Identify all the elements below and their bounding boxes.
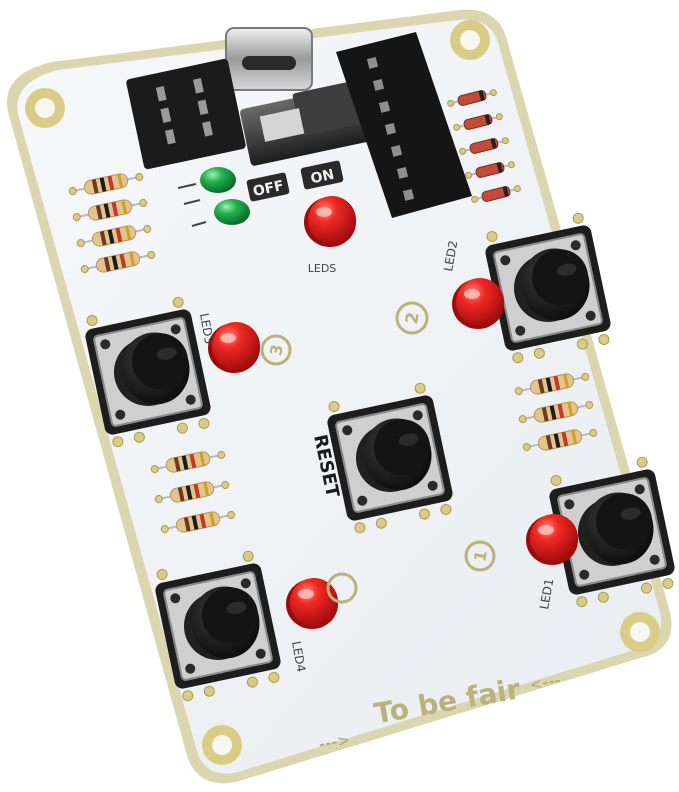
switch-off-label: OFF: [252, 178, 286, 200]
led2-label: LED2: [441, 239, 460, 272]
usb-c-connector: [225, 27, 313, 91]
led1-label: LED1: [537, 577, 556, 610]
large-ic: [336, 32, 472, 218]
indicator-led-leds: LEDS: [304, 196, 356, 275]
green-status-leds: [177, 167, 250, 227]
player-1-number: 1: [470, 549, 491, 563]
switch-on-label: ON: [309, 167, 335, 188]
player-4-button-group: LED4: [150, 548, 358, 704]
arrow-left-label: --->: [317, 730, 351, 753]
player-2-button-group: LED2 2: [395, 210, 616, 366]
mounting-holes: [25, 20, 660, 765]
led3-label: LED3: [197, 312, 216, 345]
player-2-number: 2: [402, 311, 424, 326]
led4-label: LED4: [289, 640, 308, 673]
power-slide-switch: [240, 79, 374, 166]
player-3-button-group: LED3 3: [80, 294, 292, 450]
player-3-number: 3: [266, 343, 287, 357]
arrow-right-label: <---: [528, 671, 562, 694]
switch-labels: OFF ON: [246, 160, 344, 202]
player-1-button-group: LED1 1: [464, 454, 679, 611]
leds-label: LEDS: [308, 262, 337, 275]
small-ic: [126, 58, 246, 170]
player-4-marker: [326, 572, 358, 604]
